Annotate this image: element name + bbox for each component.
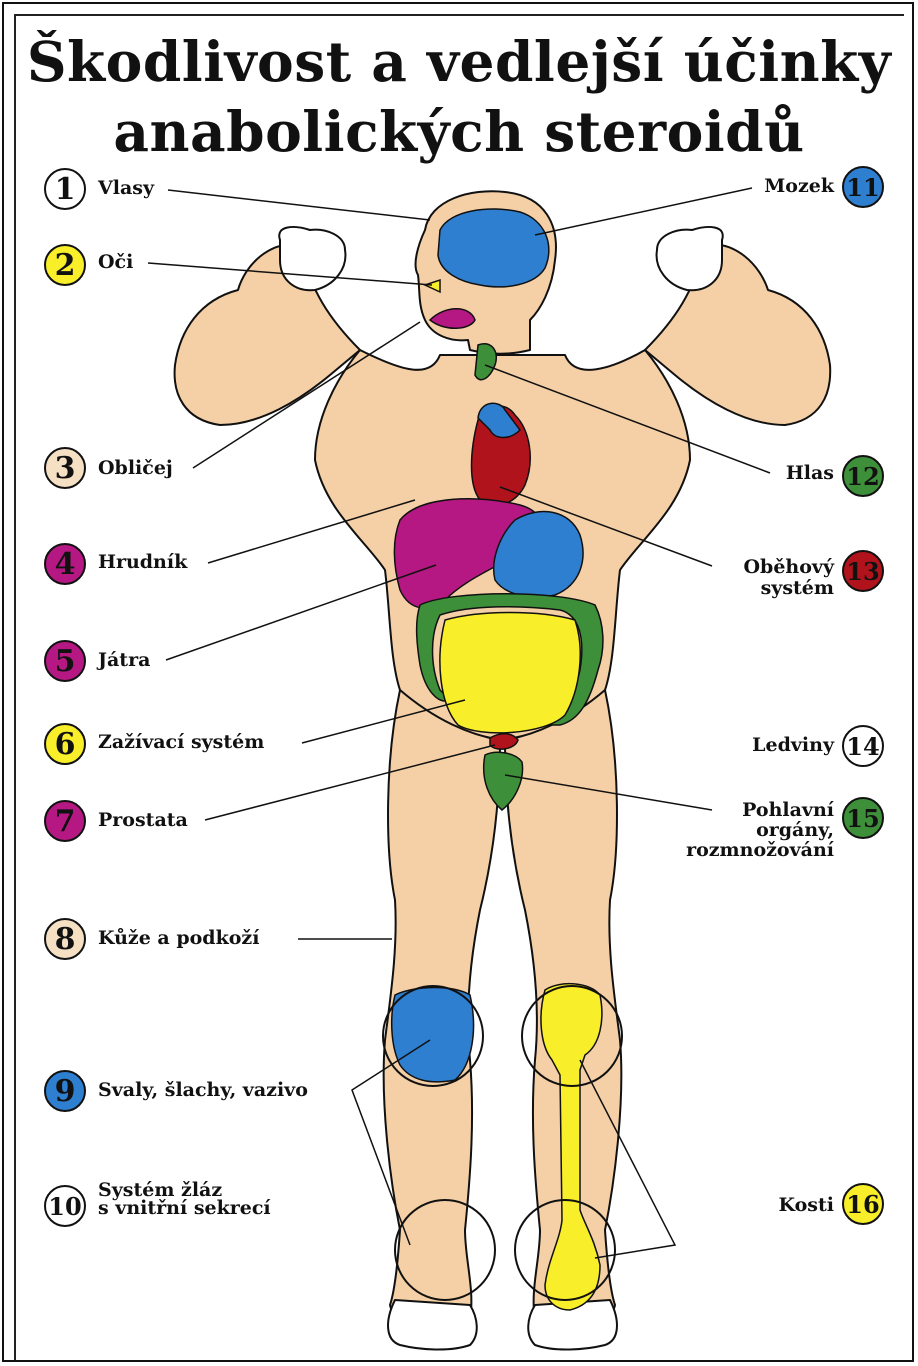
badge-8: 8 — [44, 918, 86, 960]
badge-3: 3 — [44, 447, 86, 489]
left-knee-muscle — [392, 988, 474, 1082]
leader-1 — [168, 190, 430, 220]
badge-10: 10 — [44, 1185, 86, 1227]
label-bones: Kosti — [779, 1195, 834, 1216]
right-fist — [657, 227, 723, 290]
label-muscles-tendons: Svaly, šlachy, vazivo — [98, 1080, 308, 1101]
badge-4: 4 — [44, 543, 86, 585]
badge-2: 2 — [44, 244, 86, 286]
badge-6: 6 — [44, 723, 86, 765]
badge-9: 9 — [44, 1070, 86, 1112]
left-fist — [279, 227, 345, 290]
badge-13: 13 — [842, 550, 884, 592]
badge-12: 12 — [842, 455, 884, 497]
label-kidneys: Ledviny — [752, 735, 834, 756]
label-chest: Hrudník — [98, 552, 187, 573]
badge-14: 14 — [842, 725, 884, 767]
small-intestine — [440, 613, 580, 733]
left-foot — [388, 1300, 477, 1350]
label-sexual-organs-line-1: Pohlavní — [742, 800, 834, 821]
label-voice: Hlas — [786, 463, 834, 484]
label-face: Obličej — [98, 458, 173, 479]
label-liver: Játra — [98, 650, 150, 671]
badge-15: 15 — [842, 797, 884, 839]
label-hair: Vlasy — [98, 178, 154, 199]
label-brain: Mozek — [764, 176, 834, 197]
badge-1: 1 — [44, 168, 86, 210]
brain — [438, 209, 549, 287]
label-prostate: Prostata — [98, 810, 188, 831]
leader-11 — [535, 188, 752, 235]
badge-7: 7 — [44, 800, 86, 842]
badge-5: 5 — [44, 640, 86, 682]
label-skin: Kůže a podkoží — [98, 928, 259, 949]
label-circulatory-line-1: Oběhový — [744, 557, 835, 578]
badge-16: 16 — [842, 1183, 884, 1225]
label-sexual-organs-line-3: rozmnožování — [686, 840, 834, 861]
badge-11: 11 — [842, 166, 884, 208]
label-eyes: Oči — [98, 252, 133, 273]
label-circulatory-line-2: systém — [761, 578, 834, 599]
label-sexual-organs-line-2: orgány, — [756, 820, 834, 841]
label-endocrine-line-2: s vnitřní sekrecí — [98, 1198, 271, 1219]
label-digestive-system: Zažívací systém — [98, 732, 264, 753]
